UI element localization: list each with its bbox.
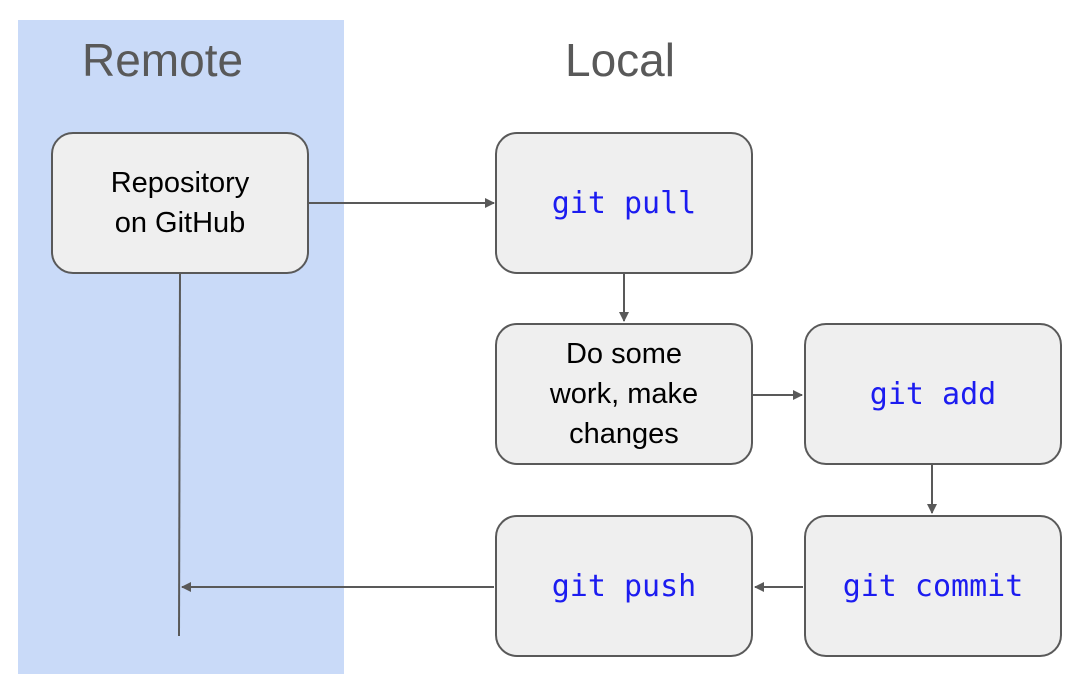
repository-node: Repository on GitHub: [51, 132, 309, 274]
git-commit-node: git commit: [804, 515, 1062, 657]
git-commit-label: git commit: [842, 568, 1024, 604]
git-pull-node: git pull: [495, 132, 753, 274]
remote-heading: Remote: [82, 34, 244, 86]
git-add-node: git add: [804, 323, 1062, 465]
git-push-node: git push: [495, 515, 753, 657]
local-heading: Local: [565, 34, 675, 86]
repository-label: Repository on GitHub: [110, 167, 250, 239]
do-work-node: Do some work, make changes: [495, 323, 753, 465]
do-work-label: Do some work, make changes: [549, 338, 699, 450]
git-push-label: git push: [551, 568, 697, 604]
remote-timeline: [178, 273, 181, 637]
remote-panel: [18, 20, 344, 674]
git-pull-label: git pull: [551, 185, 697, 221]
git-add-label: git add: [869, 376, 997, 412]
